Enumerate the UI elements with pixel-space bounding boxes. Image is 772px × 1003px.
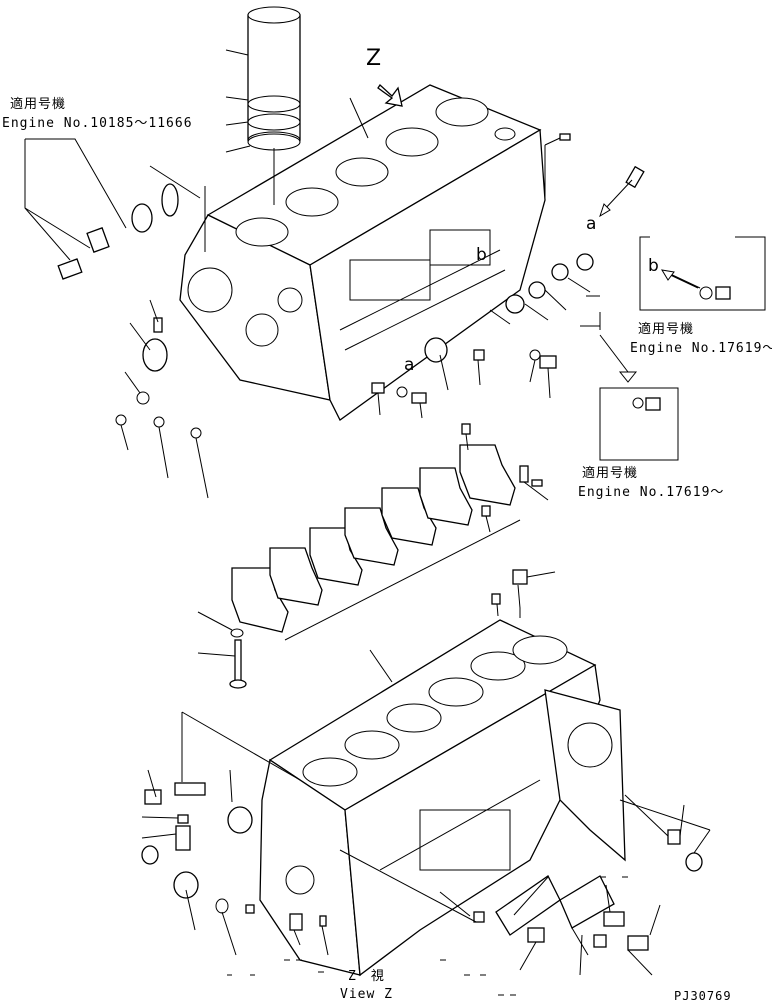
dashed-marks [227, 876, 628, 996]
applicable-serial-label-1: 適用号機 [10, 97, 67, 112]
view-z-english: View Z [340, 987, 393, 1002]
cylinder-liner [247, 6, 301, 205]
applicable-serial-label-3: 適用号機 [582, 466, 639, 481]
callout-b-2: b [648, 256, 659, 276]
leader-lines [24, 49, 711, 976]
small-parts-lower [141, 569, 703, 951]
engine-range-label-3: Engine No.17619～ [578, 485, 725, 500]
detail-box-engine-17619 [599, 387, 679, 461]
callout-a-2: a [404, 355, 415, 375]
lower-cylinder-block [259, 619, 626, 977]
callout-a-1: a [586, 214, 597, 234]
view-z-marker: Z [366, 46, 383, 71]
arrow-icon [377, 84, 701, 289]
view-z-japanese: Z 視 [348, 969, 385, 984]
engine-range-label-1: Engine No.10185～11666 [2, 116, 193, 131]
upper-cylinder-block [179, 84, 546, 421]
small-parts-upper [57, 133, 645, 517]
drawing-number: PJ30769 [674, 989, 732, 1003]
engine-range-label-2: Engine No.17619～ [630, 341, 772, 356]
applicable-serial-label-2: 適用号機 [638, 322, 695, 337]
main-bearing-caps [231, 444, 521, 641]
callout-b-1: b [476, 245, 487, 265]
